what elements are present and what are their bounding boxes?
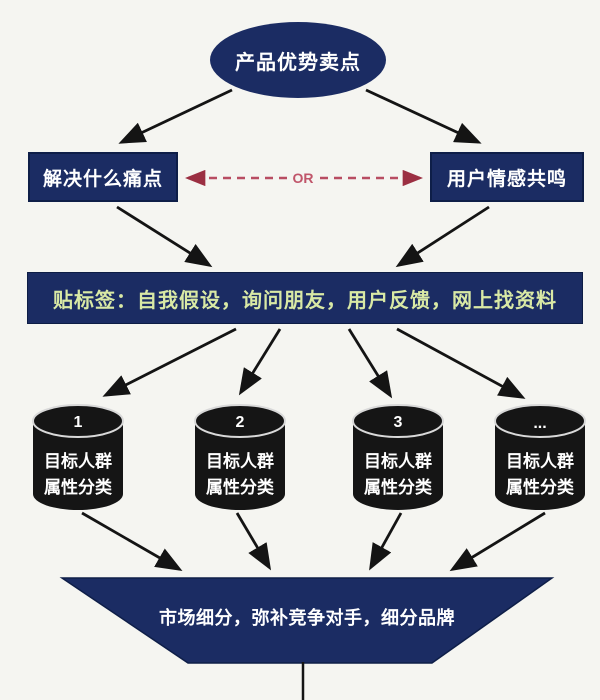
funnel-shape xyxy=(59,577,555,664)
arrow-leftbox-to-banner xyxy=(116,205,213,268)
arrow-cyl4-to-funnel xyxy=(449,511,546,572)
cylinder-body xyxy=(195,421,285,510)
arrow-cyl1-to-funnel xyxy=(81,511,183,571)
cylinder-4: ... 目标人群 属性分类 xyxy=(494,404,586,510)
cylinder-label-line1: 目标人群 xyxy=(506,451,574,471)
node-labeling-banner: 贴标签：自我假设，询问朋友，用户反馈，网上找资料 xyxy=(27,272,583,324)
node-emotional-resonance-label: 用户情感共鸣 xyxy=(446,168,567,190)
cylinder-body xyxy=(353,421,443,510)
arrow-rightbox-to-banner xyxy=(395,205,490,268)
funnel-label: 市场细分，弥补竞争对手，细分品牌 xyxy=(159,607,455,628)
arrow-banner-to-cyl2 xyxy=(238,328,282,396)
cylinder-top xyxy=(352,404,444,438)
cylinder-label-line2: 属性分类 xyxy=(44,477,113,497)
arrow-cyl2-to-funnel xyxy=(235,512,272,571)
node-labeling-banner-label: 贴标签：自我假设，询问朋友，用户反馈，网上找资料 xyxy=(53,289,557,312)
flow-arrows xyxy=(81,88,546,572)
cylinder-top xyxy=(194,404,286,438)
cylinder-label-line2: 属性分类 xyxy=(206,477,275,497)
funnel-node: 市场细分，弥补竞争对手，细分品牌 xyxy=(59,577,555,664)
cylinder-label-line1: 目标人群 xyxy=(364,451,432,471)
cylinder-top xyxy=(494,404,586,438)
cylinder-label-line1: 目标人群 xyxy=(206,451,274,471)
cylinder-number: 3 xyxy=(394,414,403,431)
arrow-banner-to-cyl3 xyxy=(347,328,393,399)
arrow-ellipse-to-leftbox xyxy=(118,88,233,144)
node-pain-points: 解决什么痛点 xyxy=(28,152,178,202)
cylinder-2: 2 目标人群 属性分类 xyxy=(194,404,286,510)
cylinder-label-line2: 属性分类 xyxy=(506,477,575,497)
node-product-selling-points: 产品优势卖点 xyxy=(210,22,386,98)
cylinder-top xyxy=(32,404,124,438)
arrow-cyl3-to-funnel xyxy=(369,512,403,571)
node-emotional-resonance: 用户情感共鸣 xyxy=(430,152,584,202)
arrow-ellipse-to-rightbox xyxy=(365,88,482,144)
or-label: OR xyxy=(293,170,314,186)
node-pain-points-label: 解决什么痛点 xyxy=(42,168,163,190)
cylinder-number: 2 xyxy=(236,414,245,431)
cylinder-label-line1: 目标人群 xyxy=(44,451,112,471)
cylinder-number: ... xyxy=(533,415,546,432)
cylinder-1: 1 目标人群 属性分类 xyxy=(32,404,124,510)
cylinder-number: 1 xyxy=(74,414,83,431)
node-product-selling-points-label: 产品优势卖点 xyxy=(235,51,361,74)
arrow-banner-to-cyl4 xyxy=(396,327,526,399)
cylinder-label-line2: 属性分类 xyxy=(364,477,433,497)
cylinder-3: 3 目标人群 属性分类 xyxy=(352,404,444,510)
cylinder-body xyxy=(495,421,585,510)
cylinder-body xyxy=(33,421,123,510)
arrow-banner-to-cyl1 xyxy=(102,327,237,397)
or-connector: OR xyxy=(184,169,424,187)
